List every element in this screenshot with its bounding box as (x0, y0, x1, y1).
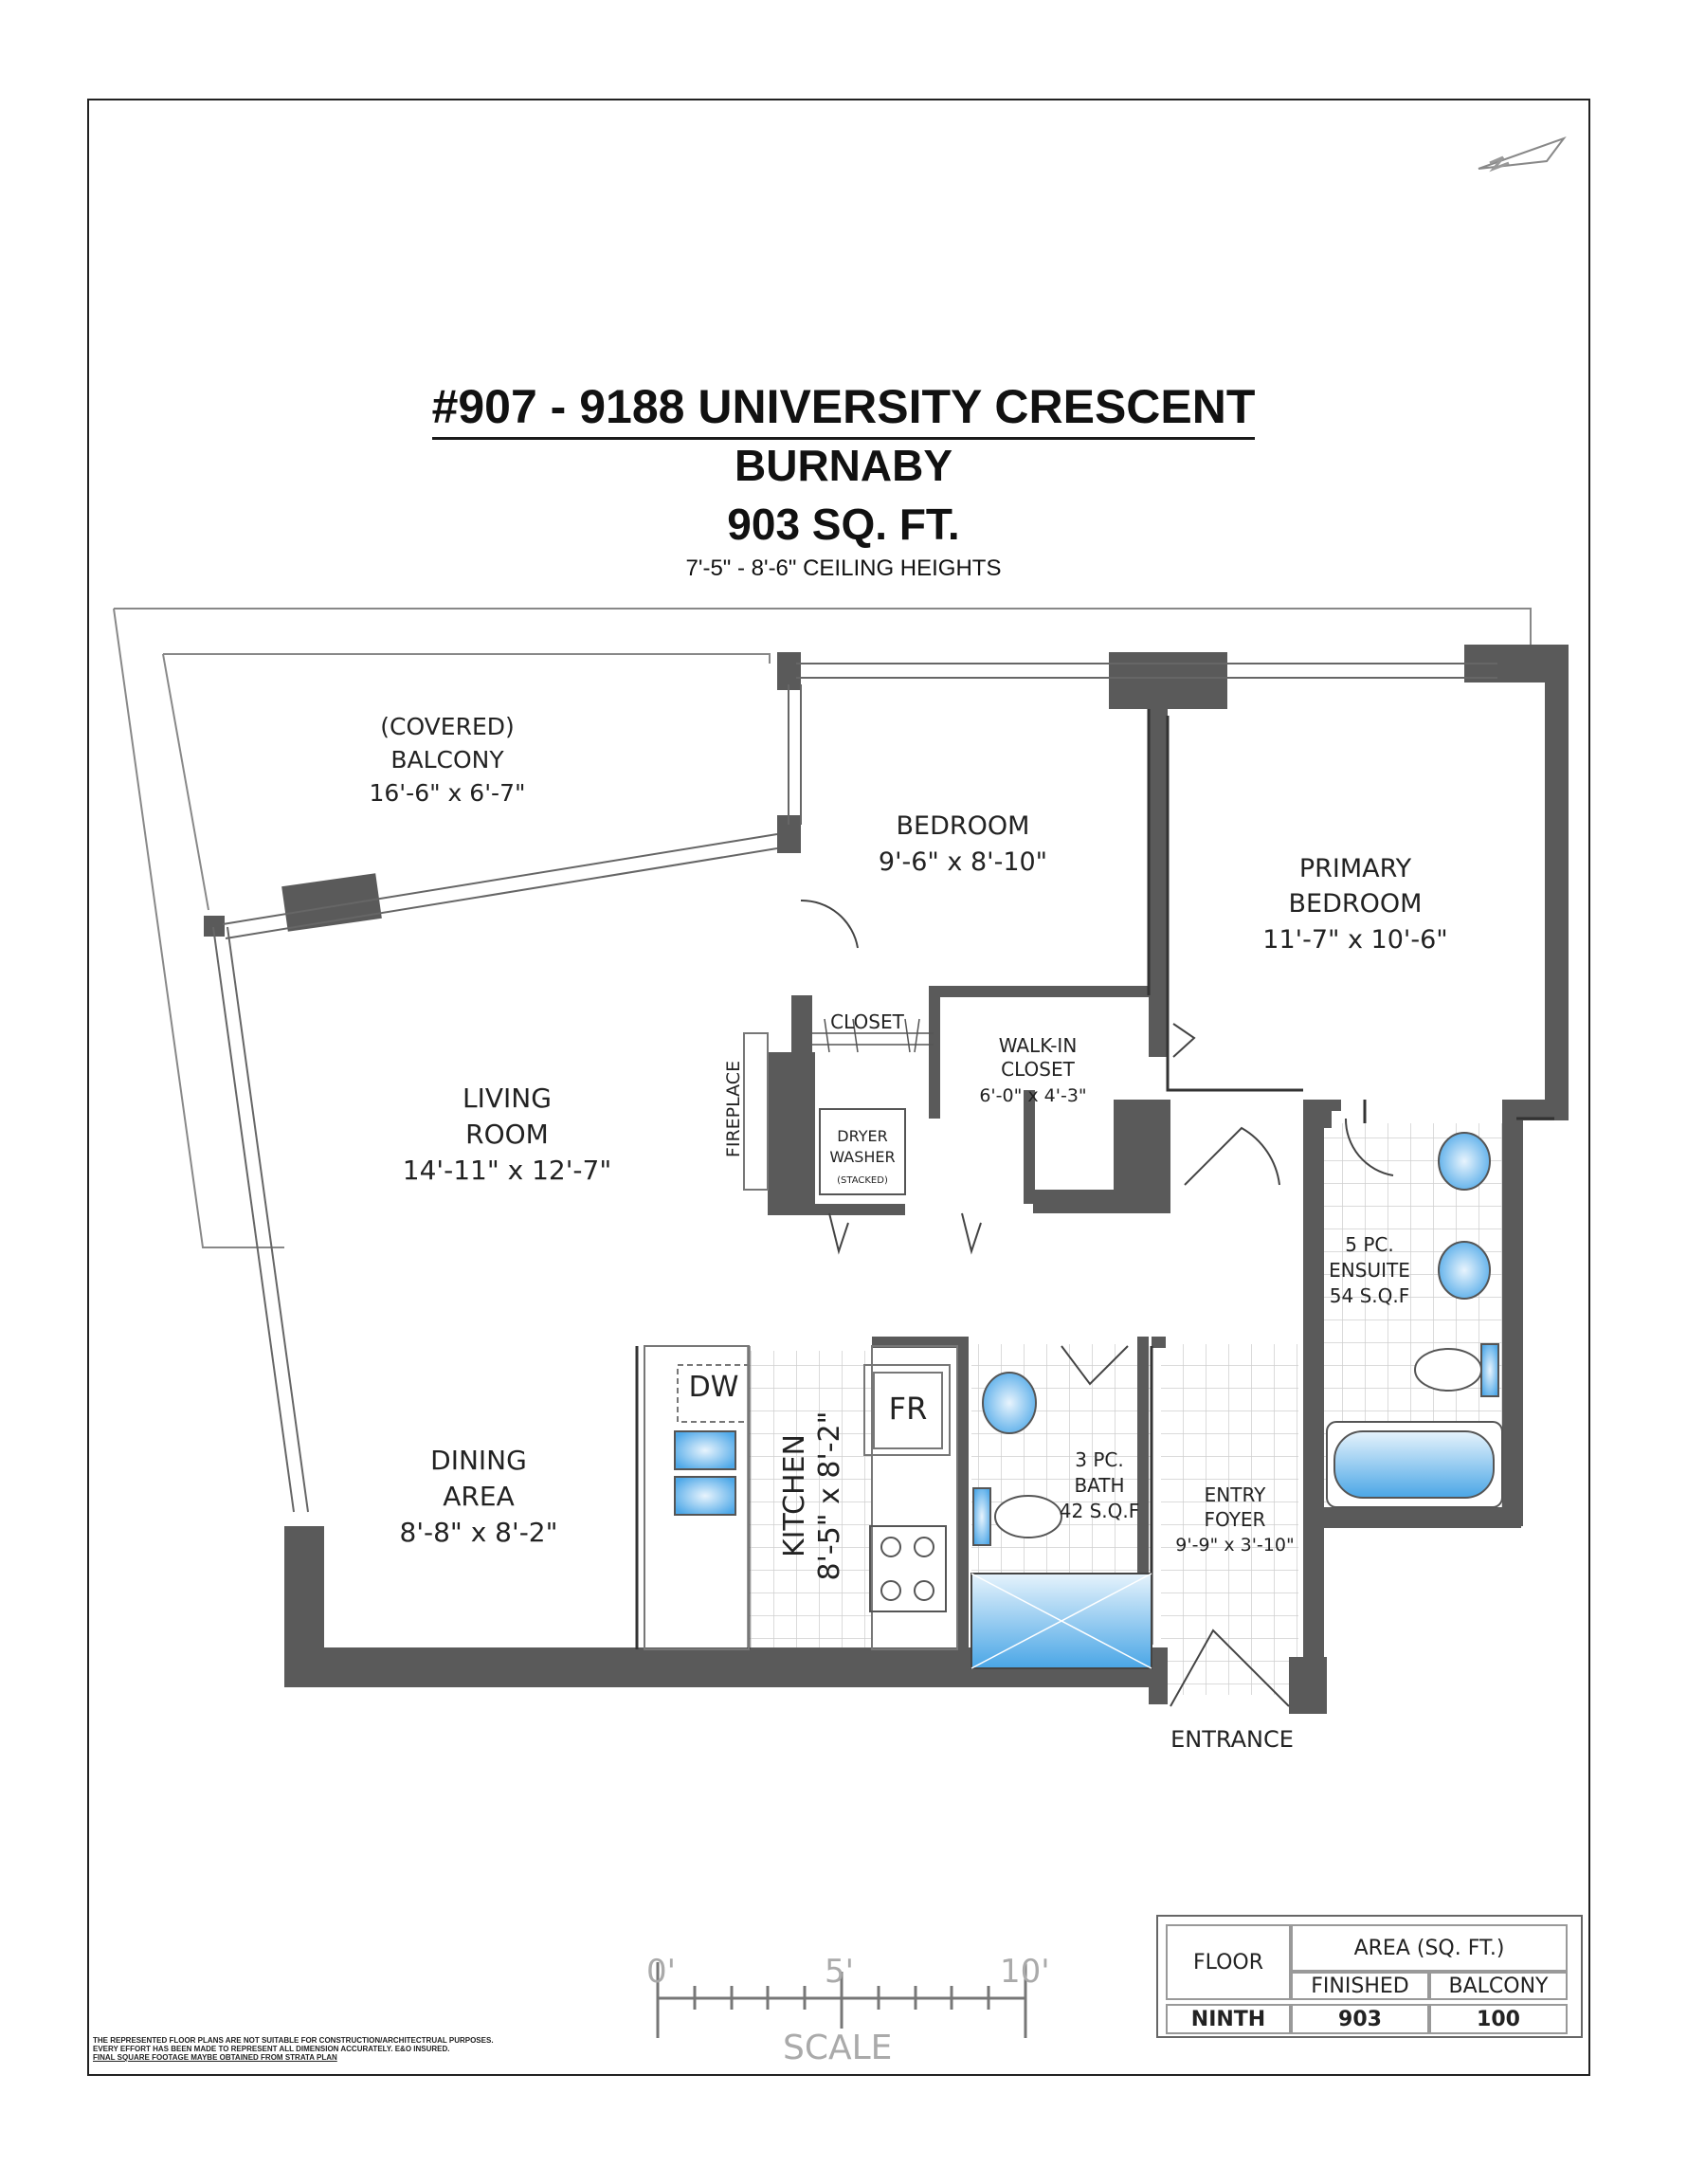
bath-fixtures (970, 1372, 1152, 1669)
primary-label-2: BEDROOM (1289, 889, 1423, 919)
disclaimer: THE REPRESENTED FLOOR PLANS ARE NOT SUIT… (93, 2036, 567, 2062)
bath-area: 42 S.Q.F (1060, 1500, 1139, 1522)
address-text: #907 - 9188 UNIVERSITY CRESCENT (431, 380, 1256, 440)
fireplace-box (743, 1032, 769, 1191)
city-title: BURNABY (735, 441, 952, 490)
entrance-label: ENTRANCE (1170, 1726, 1294, 1753)
dw-label: DW (689, 1371, 739, 1404)
legend-floor-value: NINTH (1166, 2004, 1291, 2034)
kitchen-dims: 8'-5" x 8'-2" (813, 1411, 846, 1581)
foyer-tile (1161, 1344, 1298, 1695)
washer-dryer (819, 1108, 906, 1195)
dining-label-2: AREA (443, 1481, 514, 1512)
legend-balcony-header: BALCONY (1429, 1972, 1568, 2000)
kitchen-tile (749, 1351, 872, 1649)
living-dims: 14'-11" x 12'-7" (403, 1155, 611, 1186)
fireplace-label: FIREPLACE (723, 1061, 744, 1157)
ensuite-fixtures (1326, 1132, 1503, 1508)
walls (204, 645, 1569, 1714)
ensuite-label-2: ENSUITE (1329, 1259, 1410, 1282)
page-frame (87, 99, 1590, 2076)
laundry-note: (STACKED) (837, 1175, 888, 1186)
balcony-label-2: BALCONY (390, 746, 504, 774)
closet-rods (812, 1018, 934, 1053)
kitchen-sink (674, 1430, 736, 1516)
balcony-label-1: (COVERED) (380, 713, 515, 740)
kitchen-label: KITCHEN (778, 1434, 811, 1557)
bedroom-dims: 9'-6" x 8'-10" (879, 847, 1047, 877)
balcony-dims: 16'-6" x 6'-7" (369, 779, 525, 807)
kitchen-counters (644, 1345, 958, 1650)
living-windows (212, 663, 1497, 1513)
scale-label: SCALE (783, 2029, 893, 2067)
bath-label-2: BATH (1074, 1474, 1124, 1497)
address-title: #907 - 9188 UNIVERSITY CRESCENT (0, 379, 1687, 440)
dining-label-1: DINING (430, 1445, 527, 1476)
door-swings (800, 899, 1394, 1707)
foyer-label-2: FOYER (1205, 1508, 1266, 1531)
stove (869, 1525, 947, 1612)
foyer-dims: 9'-9" x 3'-10" (1175, 1535, 1294, 1556)
walkin-label-2: CLOSET (1001, 1058, 1075, 1081)
ceiling-heights: 7'-5" - 8'-6" CEILING HEIGHTS (685, 555, 1002, 581)
legend-finished-header: FINISHED (1291, 1972, 1429, 2000)
area-legend: FLOOR AREA (SQ. FT.) FINISHED BALCONY NI… (1156, 1915, 1583, 2038)
area-title: 903 SQ. FT. (727, 500, 960, 549)
laundry-label-2: WASHER (829, 1148, 895, 1166)
ensuite-area: 54 S.Q.F (1330, 1284, 1409, 1307)
dining-dims: 8'-8" x 8'-2" (400, 1517, 558, 1548)
primary-dims: 11'-7" x 10'-6" (1262, 925, 1447, 955)
closet-label: CLOSET (830, 1010, 904, 1033)
scale-tick-10: 10' (1000, 1953, 1050, 1991)
walkin-label-1: WALK-IN (999, 1034, 1078, 1057)
disclaimer-line-1: THE REPRESENTED FLOOR PLANS ARE NOT SUIT… (93, 2036, 494, 2045)
room-labels: (COVERED) BALCONY 16'-6" x 6'-7" BEDROOM… (369, 713, 1447, 1753)
bedroom-label: BEDROOM (897, 811, 1030, 841)
disclaimer-line-3: FINAL SQUARE FOOTAGE MAYBE OBTAINED FROM… (93, 2053, 337, 2062)
disclaimer-line-2: EVERY EFFORT HAS BEEN MADE TO REPRESENT … (93, 2045, 450, 2053)
legend-floor-header: FLOOR (1166, 1924, 1291, 2000)
legend-area-header: AREA (SQ. FT.) (1291, 1924, 1568, 1972)
bath-label-1: 3 PC. (1075, 1448, 1123, 1471)
primary-label-1: PRIMARY (1299, 854, 1412, 883)
legend-finished-value: 903 (1291, 2004, 1429, 2034)
walkin-dims: 6'-0" x 4'-3" (979, 1085, 1086, 1106)
scale-tick-5: 5' (825, 1953, 854, 1991)
fr-label: FR (889, 1391, 928, 1427)
ensuite-label-1: 5 PC. (1345, 1233, 1393, 1256)
foyer-label-1: ENTRY (1205, 1483, 1266, 1506)
living-label-2: ROOM (465, 1119, 549, 1150)
scale-bar (656, 1962, 1027, 2038)
legend-balcony-value: 100 (1429, 2004, 1568, 2034)
scale-tick-0: 0' (646, 1953, 676, 1991)
laundry-label-1: DRYER (837, 1127, 887, 1145)
living-label-1: LIVING (463, 1083, 552, 1114)
north-arrow-icon (1478, 136, 1567, 173)
